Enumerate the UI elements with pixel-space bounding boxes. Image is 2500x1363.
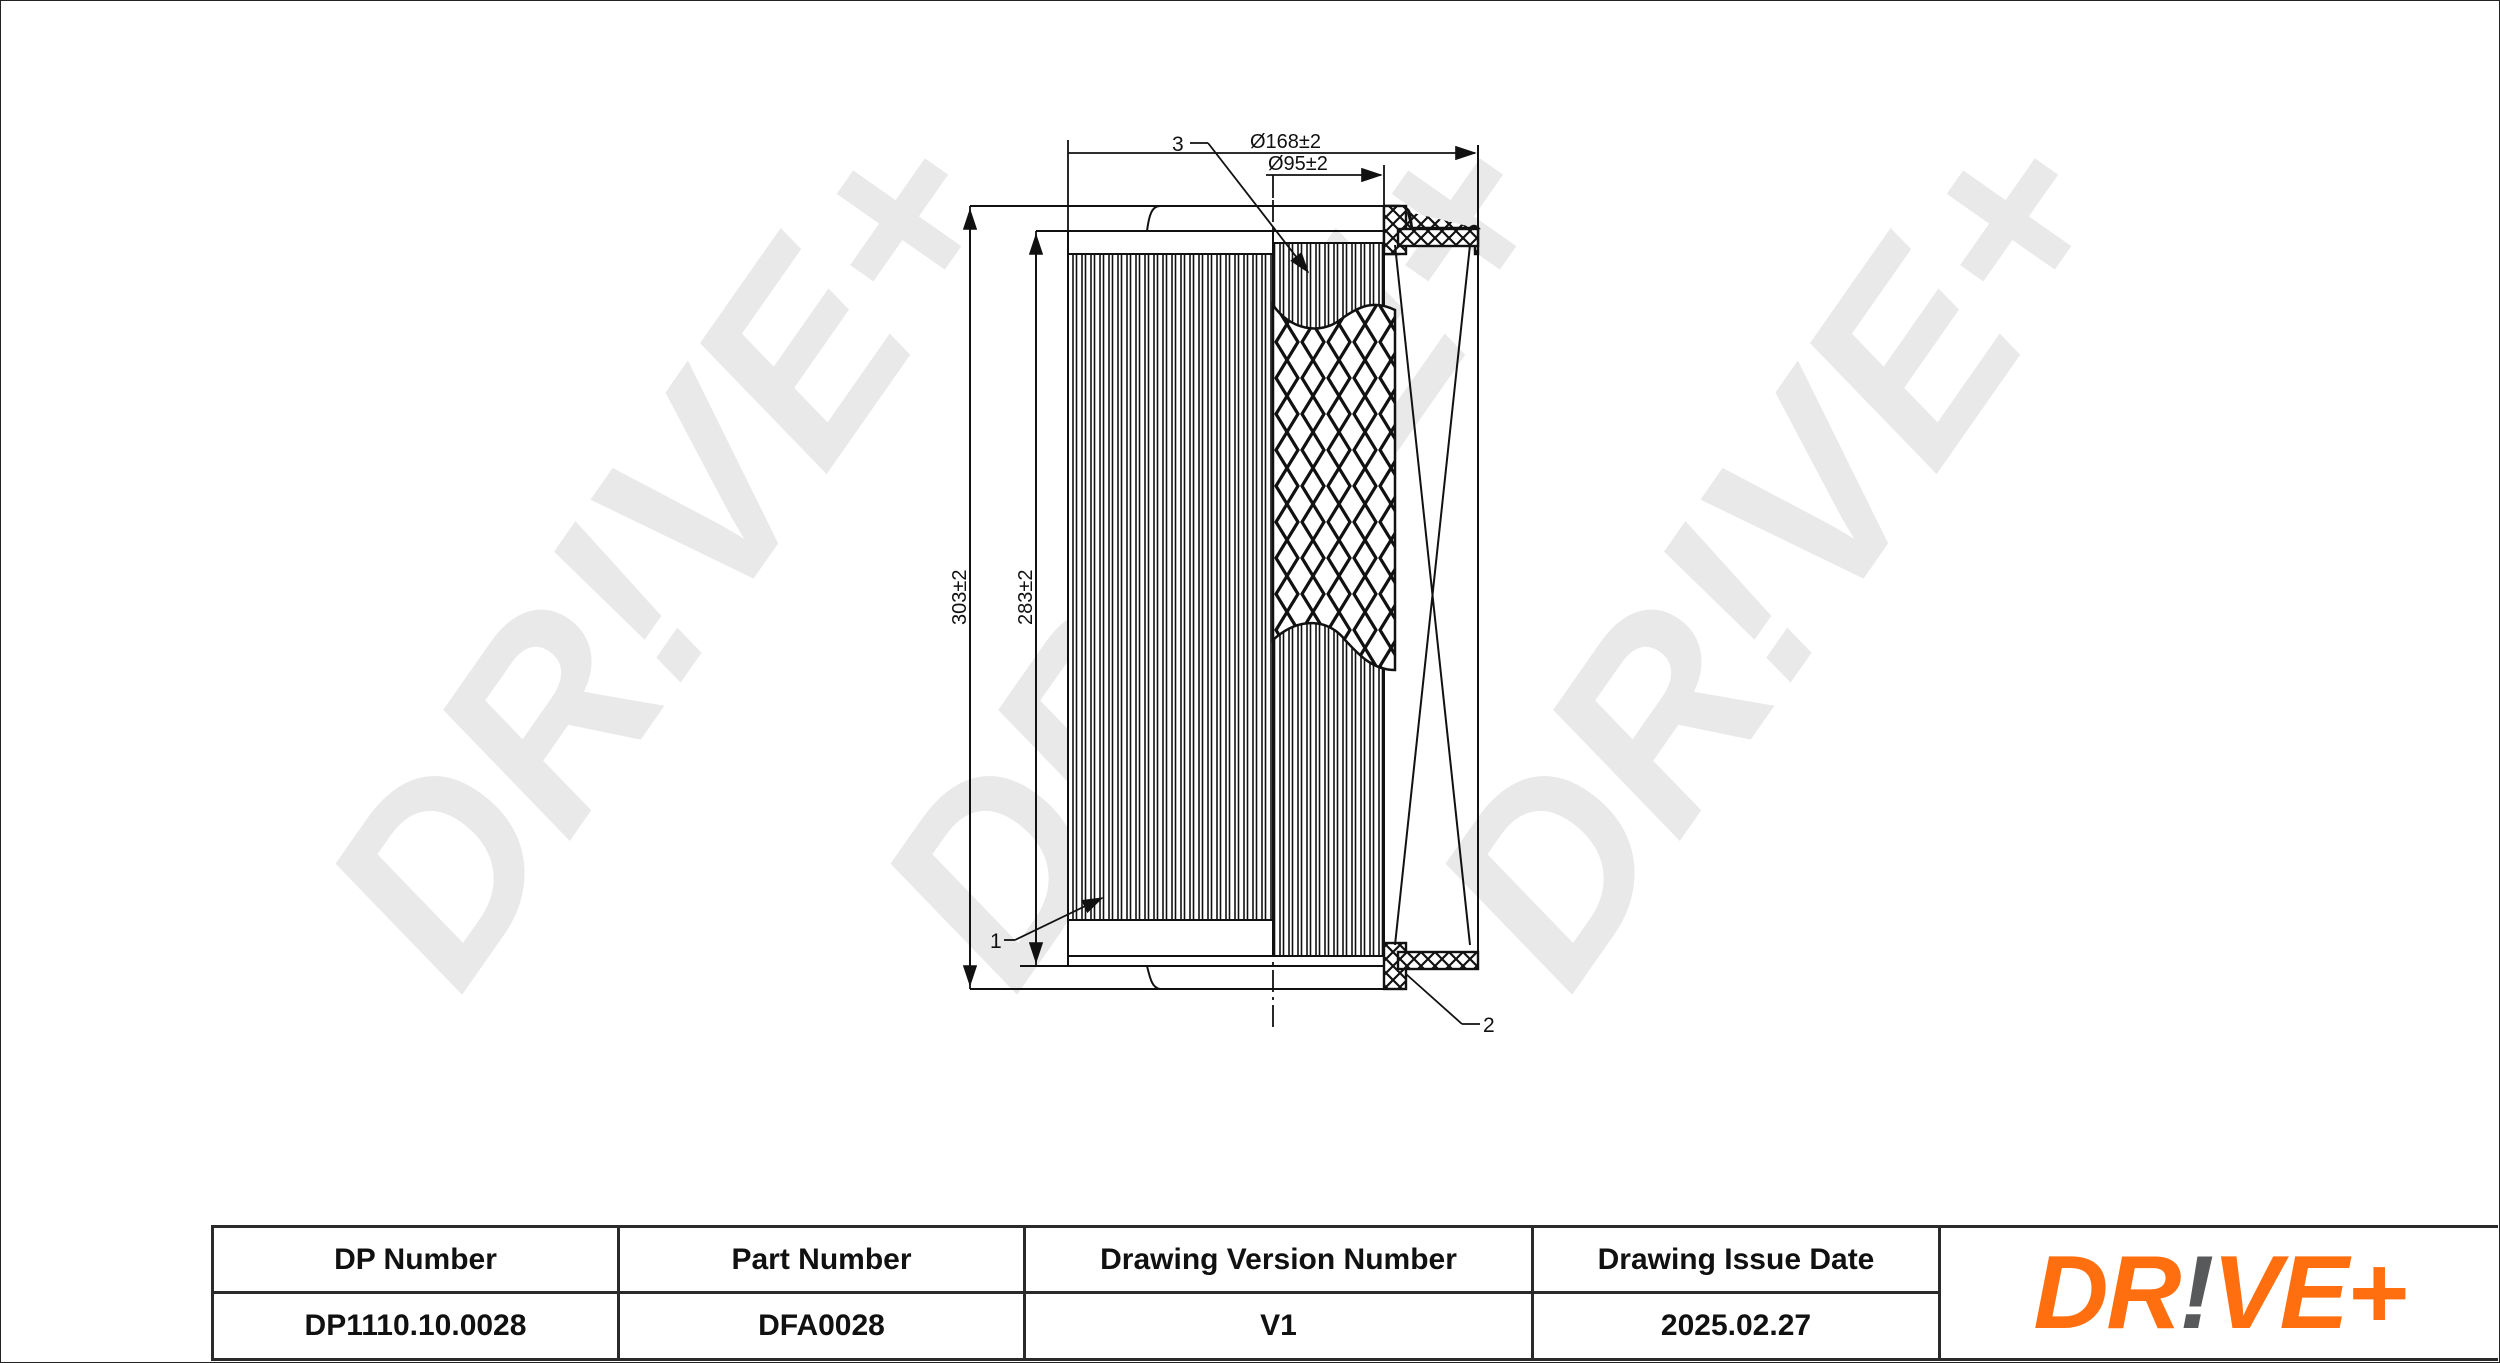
issue-date-value: 2025.02.27 [1660,1309,1812,1342]
brand-logo: DR!VE+ [1941,1228,2498,1358]
filter-element [970,145,1481,1030]
bottom-end-cap [1067,919,1274,957]
title-col-version: Drawing Version Number V1 [1026,1228,1534,1358]
callout-3: 3 [1172,133,1184,156]
dim-inner-diameter: Ø95±2 [1268,153,1328,175]
title-col-part-number: Part Number DFA0028 [620,1228,1026,1358]
title-col-issue-date: Drawing Issue Date 2025.02.27 [1534,1228,1941,1358]
logo-text-right: VE+ [2212,1235,2407,1351]
logo-exclamation-mark: ! [2179,1235,2215,1351]
dim-element-height: 283±2 [1015,570,1037,625]
callout-1: 1 [990,930,1002,953]
version-header: Drawing Version Number [1026,1228,1531,1294]
part-number-header: Part Number [620,1228,1023,1294]
dimension-labels: Ø168±2 Ø95±2 303±2 283±2 3 1 2 [949,131,1495,1037]
dp-number-value: DP1110.10.0028 [304,1309,527,1342]
title-block: DP Number DP1110.10.0028 Part Number DFA… [211,1225,2498,1361]
dp-number-header: DP Number [214,1228,617,1294]
issue-date-header: Drawing Issue Date [1534,1228,1938,1294]
version-value: V1 [1260,1309,1297,1342]
callout-2: 2 [1483,1014,1495,1037]
logo-text-left: DR [2033,1235,2181,1351]
dim-outer-diameter: Ø168±2 [1250,131,1321,153]
title-col-dp-number: DP Number DP1110.10.0028 [214,1228,620,1358]
pleat-section-left [1067,253,1274,921]
mesh-cutaway [1271,300,1397,672]
top-end-cap [1067,230,1274,255]
dimensions [962,140,1480,1025]
dim-total-height: 303±2 [949,570,971,625]
part-number-value: DFA0028 [758,1309,885,1342]
x-line-2 [1394,244,1471,946]
